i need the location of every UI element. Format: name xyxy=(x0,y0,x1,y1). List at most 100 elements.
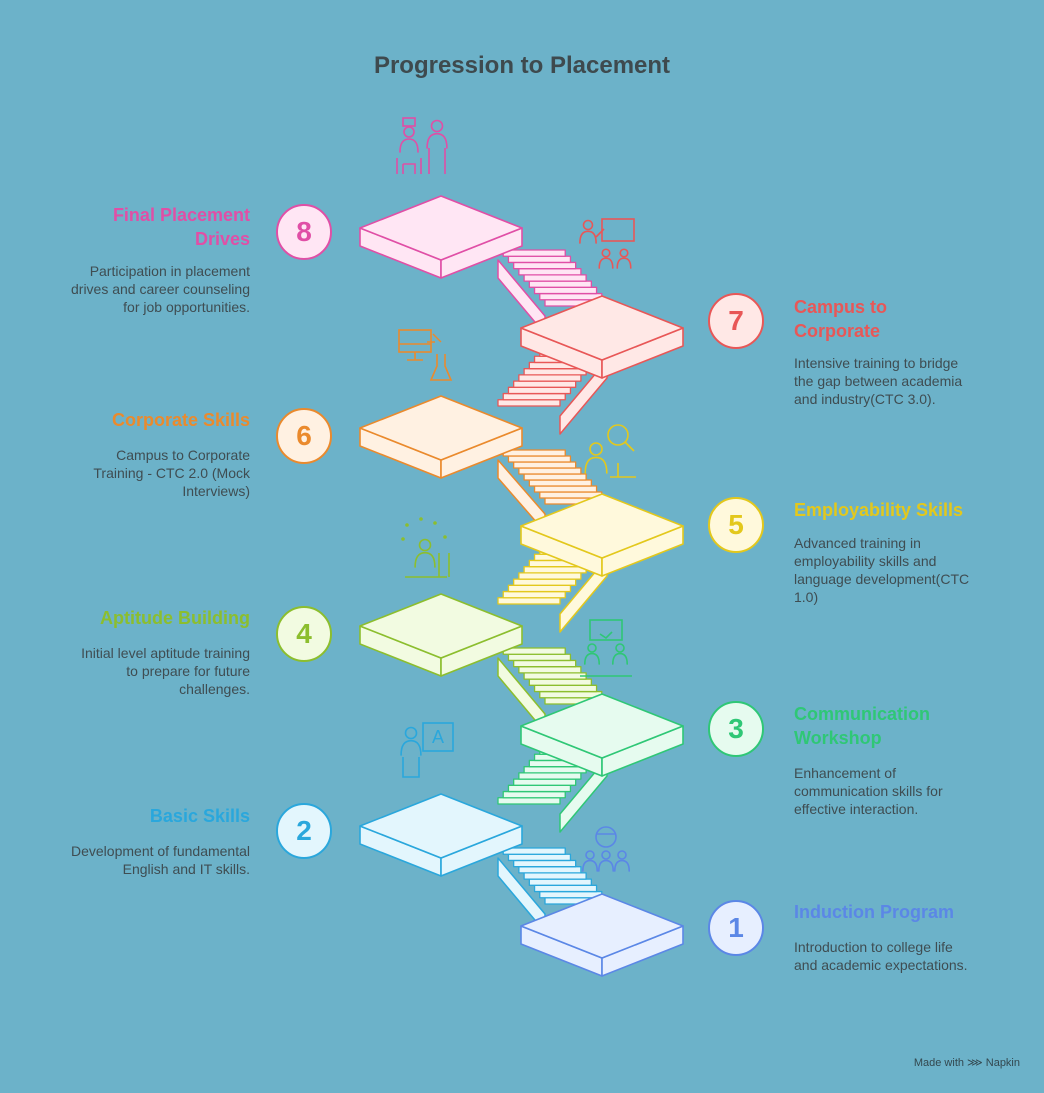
staircase-8 xyxy=(497,249,608,335)
talent-search-icon xyxy=(584,424,636,478)
stair-step xyxy=(518,268,582,276)
step-badge-1: 1 xyxy=(708,900,764,956)
stairs-layer xyxy=(497,249,608,933)
stage-title-2: Basic Skills xyxy=(149,806,250,826)
stair-step xyxy=(523,672,587,680)
step-badge-7: 7 xyxy=(708,293,764,349)
stair-step xyxy=(507,386,572,395)
stair-step xyxy=(539,292,603,301)
stair-step xyxy=(513,261,577,270)
stair-step xyxy=(528,678,592,686)
stage-description-2: Development of fundamental English and I… xyxy=(71,843,250,877)
stair-step xyxy=(502,590,566,599)
thinking-person-icon xyxy=(401,517,450,578)
stair-step xyxy=(502,847,566,855)
stair-step xyxy=(518,572,582,580)
stair-step xyxy=(502,647,566,655)
step-badge-8: 8 xyxy=(276,204,332,260)
step-badge-6: 6 xyxy=(276,408,332,464)
stair-step xyxy=(533,286,598,295)
staircase-6 xyxy=(497,449,608,533)
platform-top xyxy=(359,195,523,261)
svg-text:A: A xyxy=(432,727,444,747)
stair-step xyxy=(539,890,603,899)
presentation-icon xyxy=(579,218,635,269)
stair-step xyxy=(513,778,577,786)
stair-step xyxy=(518,467,582,475)
stair-step xyxy=(518,666,582,674)
stair-step xyxy=(523,872,587,880)
icons-layer: A xyxy=(396,117,636,872)
stair-step xyxy=(497,797,561,805)
stair-step xyxy=(502,249,566,257)
stair-step xyxy=(497,597,561,605)
stage-description-6: Campus to Corporate Training - CTC 2.0 (… xyxy=(93,447,250,499)
platform-top xyxy=(520,493,684,559)
stair-step xyxy=(507,653,572,662)
stair-step xyxy=(539,491,603,499)
stage-title-3: Communication Workshop xyxy=(794,704,931,748)
staircase-2 xyxy=(497,847,608,933)
stair-step xyxy=(507,784,572,793)
stair-step xyxy=(507,255,572,264)
stair-step xyxy=(518,374,582,382)
stair-step xyxy=(523,566,587,574)
stair-step xyxy=(502,790,566,799)
platforms-layer xyxy=(359,195,684,977)
platform-3 xyxy=(520,693,684,777)
stair-stringer xyxy=(559,557,608,633)
stair-step xyxy=(507,853,572,862)
stage-title-6: Corporate Skills xyxy=(111,410,250,430)
computer-lab-icon xyxy=(398,329,453,381)
stage-description-3: Enhancement of communication skills for … xyxy=(794,765,943,817)
workshop-meeting-icon xyxy=(580,619,632,677)
platform-7 xyxy=(520,295,684,379)
stair-step xyxy=(507,455,572,463)
language-learner-icon: A xyxy=(400,722,454,778)
stair-step xyxy=(502,449,566,457)
stage-title-1: Induction Program xyxy=(794,902,955,922)
stair-step xyxy=(539,690,603,699)
stair-step xyxy=(533,684,598,693)
stage-description-7: Intensive training to bridge the gap bet… xyxy=(794,355,963,407)
stair-step xyxy=(523,766,587,774)
step-badge-4: 4 xyxy=(276,606,332,662)
stair-step xyxy=(533,485,598,493)
stair-step xyxy=(513,859,577,868)
stage-description-8: Participation in placement drives and ca… xyxy=(71,263,250,315)
stage-title-7: Campus to Corporate xyxy=(794,297,888,341)
stair-stringer xyxy=(559,757,608,833)
step-badge-5: 5 xyxy=(708,497,764,553)
platform-top xyxy=(520,693,684,759)
stage-title-4: Aptitude Building xyxy=(100,608,250,628)
platform-2 xyxy=(359,793,523,877)
stair-step xyxy=(528,878,592,886)
stage-title-8: Final Placement Drives xyxy=(112,205,250,249)
stair-step xyxy=(528,479,592,487)
staircase-3 xyxy=(497,747,608,833)
stair-step xyxy=(523,274,587,282)
stage-title-5: Employability Skills xyxy=(794,500,964,520)
stage-description-1: Introduction to college life and academi… xyxy=(794,939,968,973)
platform-top xyxy=(359,593,523,659)
platform-top xyxy=(520,893,684,959)
platform-5 xyxy=(520,493,684,577)
platform-top xyxy=(520,295,684,361)
stair-step xyxy=(513,659,577,668)
staircase-4 xyxy=(497,647,608,733)
page-title: Progression to Placement xyxy=(373,52,671,79)
made-with-napkin-badge: Made with ⋙ Napkin xyxy=(913,1057,1020,1069)
platform-8 xyxy=(359,195,523,279)
stage-description-5: Advanced training in employability skill… xyxy=(794,535,970,605)
platform-top xyxy=(359,793,523,859)
stair-step xyxy=(518,866,582,874)
stair-step xyxy=(528,280,592,288)
step-badge-3: 3 xyxy=(708,701,764,757)
stair-step xyxy=(502,392,566,401)
platform-top xyxy=(359,395,523,461)
stair-step xyxy=(507,584,572,593)
platform-4 xyxy=(359,593,523,677)
stair-step xyxy=(518,772,582,780)
stair-step xyxy=(533,884,598,893)
